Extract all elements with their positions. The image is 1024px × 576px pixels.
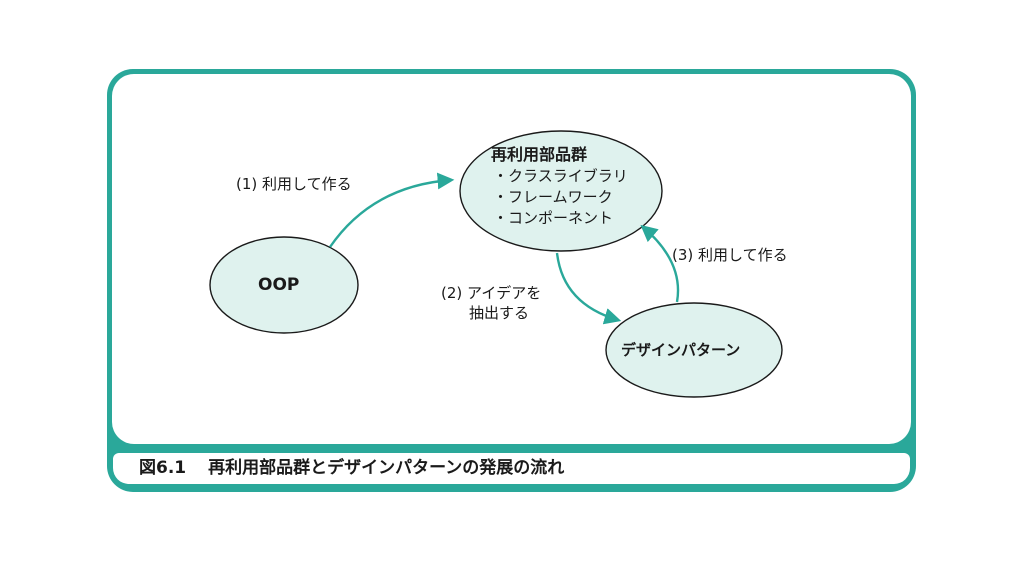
- node-oop: [209, 236, 359, 334]
- caption-bar: [113, 453, 910, 484]
- edge-label-2-line1: (2) アイデアを: [441, 284, 542, 302]
- figure-number: 図6.1: [139, 458, 187, 478]
- arrow-patterns-to-reuse: [640, 224, 680, 303]
- reuse-item: コンポーネント: [493, 208, 628, 229]
- edge-label-2-line2: 抽出する: [469, 304, 530, 322]
- node-reuse-title: 再利用部品群: [491, 145, 588, 164]
- node-patterns-label: デザインパターン: [621, 341, 741, 359]
- reuse-item-list: クラスライブラリ フレームワーク コンポーネント: [493, 166, 628, 229]
- reuse-item: フレームワーク: [493, 187, 628, 208]
- figure-caption-text: 再利用部品群とデザインパターンの発展の流れ: [208, 458, 565, 478]
- edge-label-3: (3) 利用して作る: [672, 246, 788, 264]
- arrow-reuse-to-patterns: [555, 252, 622, 325]
- edge-label-1: (1) 利用して作る: [236, 175, 352, 193]
- reuse-item: クラスライブラリ: [493, 166, 628, 187]
- node-design-patterns: [605, 302, 783, 398]
- node-oop-label: OOP: [258, 275, 300, 295]
- figure-caption: 図6.1 再利用部品群とデザインパターンの発展の流れ: [139, 455, 564, 481]
- arrow-oop-to-reuse: [329, 172, 455, 248]
